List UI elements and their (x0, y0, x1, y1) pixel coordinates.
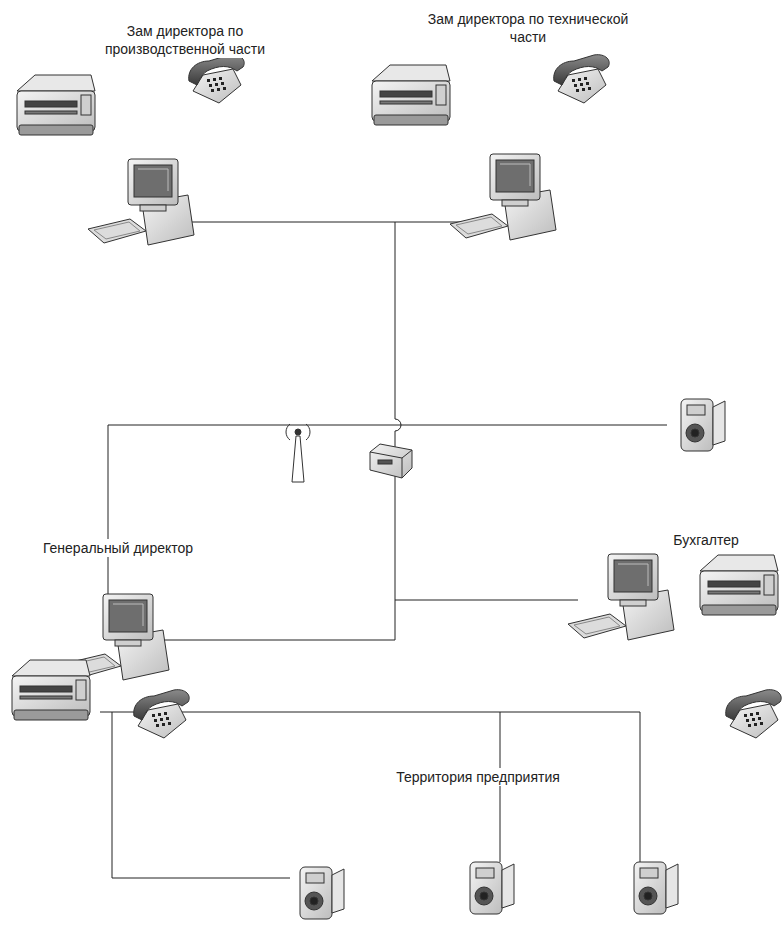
network-switch (370, 444, 412, 478)
station-label: Территория предприятия (394, 768, 562, 786)
station-label: Зам директора по технической части (406, 10, 650, 46)
office-equipment (12, 55, 781, 919)
station-label: Генеральный директор (41, 539, 195, 557)
access-point (286, 424, 310, 482)
station-label: Бухгалтер (671, 531, 740, 549)
station-label: Зам директора по производственной части (88, 22, 282, 58)
